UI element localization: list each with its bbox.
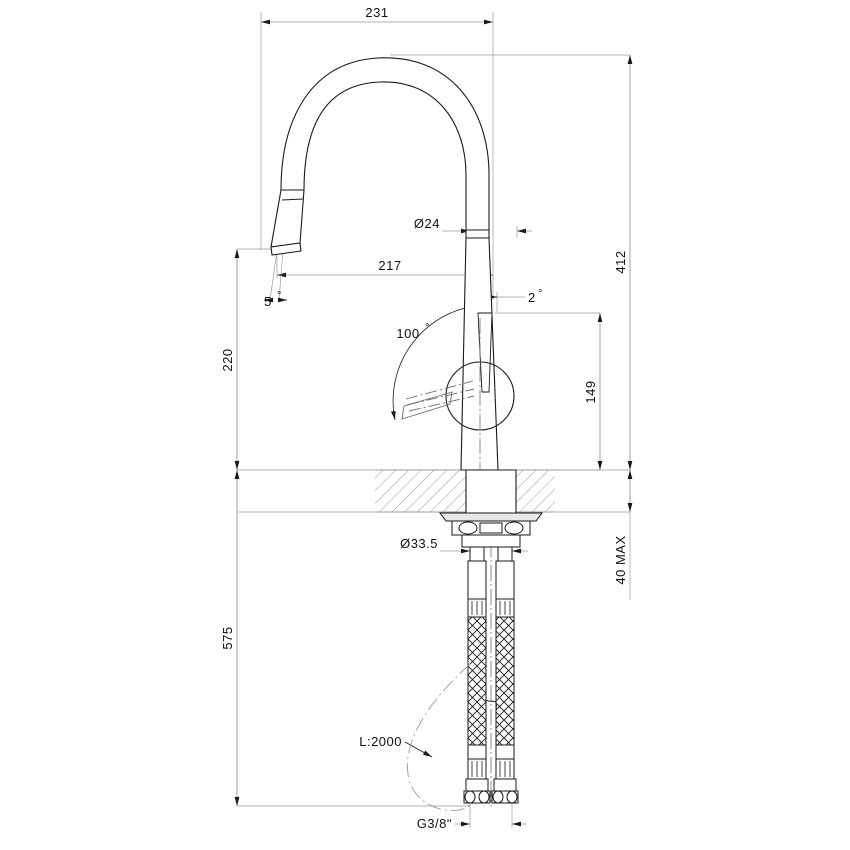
dimension-g38-label: G3/8ʺ [417,816,452,831]
lower-collar [461,534,521,548]
countertop-section [375,469,555,513]
dimension-149-label: 149 [583,380,598,403]
dimension-40max-label: 40 MAX [613,535,628,584]
mounting-shank [465,469,517,516]
dimension-2deg-symbol: ° [538,288,542,300]
dimension-217-label: 217 [378,258,401,273]
dimension-d335-label: Ø33.5 [400,536,438,551]
dimension-220: 220 [220,249,240,470]
spray-head [270,189,305,248]
hose-break-symbol [485,699,497,711]
dimension-hose-length: L:2000 [359,734,433,758]
centerlines [479,318,492,806]
mounting-washer [439,512,543,522]
flexible-hoses [463,546,519,804]
dimension-40max: 40 MAX [613,470,633,585]
faucet-body-outline [270,57,517,516]
dimension-412-label: 412 [613,250,628,273]
dimension-575-label: 575 [220,626,235,649]
column-step [465,229,490,239]
dimension-hose-length-label: L:2000 [359,734,402,749]
mounting-hardware [439,512,543,548]
dimension-100deg-label: 100 [396,326,419,341]
dimension-d335: Ø33.5 [400,536,528,554]
dimension-2deg-label: 2 [528,290,536,305]
spout-gooseneck [280,57,490,231]
dimension-217: 217 [277,258,493,278]
dimension-575: 575 [220,470,240,806]
hose-right [491,546,519,804]
spray-nozzle-face [270,242,302,256]
dimension-5deg-symbol: ° [277,290,281,302]
handle-lever-phantom [401,380,475,420]
dimension-412: 412 [613,55,633,470]
handle-slot [477,312,493,393]
dimension-d24-label: Ø24 [414,216,440,231]
dimension-g38: G3/8ʺ [417,816,527,831]
dimension-100deg-symbol: ° [425,322,429,334]
hose-phantom-loop [406,663,471,811]
dimension-d24: Ø24 [414,216,532,234]
dimension-149: 149 [583,313,603,470]
dimension-231: 231 [261,5,493,25]
dimension-220-label: 220 [220,348,235,371]
dimension-5deg-label: 5 [264,294,272,309]
hose-left [463,546,491,804]
dimension-231-label: 231 [365,5,388,20]
dimension-5deg: 5 ° [264,250,287,309]
faucet-tapered-body [460,237,499,471]
